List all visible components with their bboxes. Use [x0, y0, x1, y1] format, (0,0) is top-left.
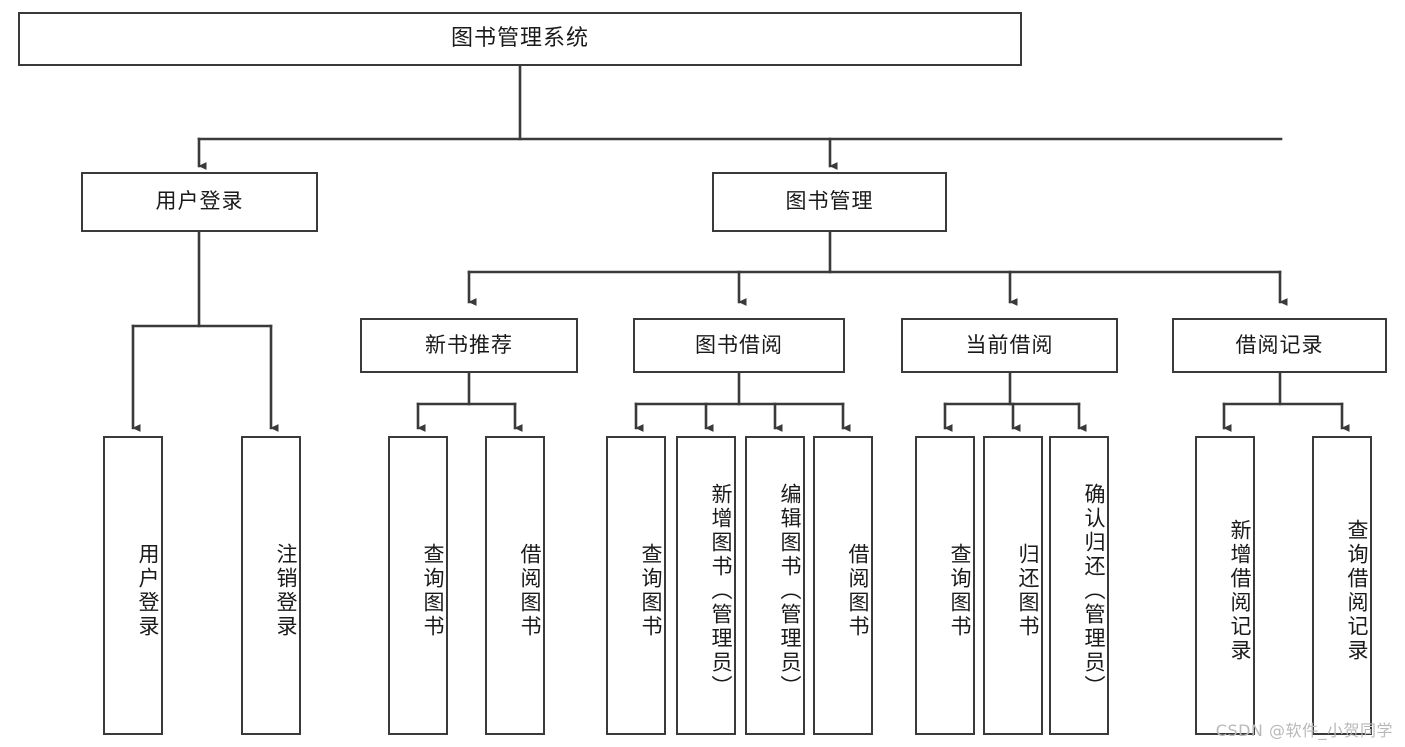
leaf-query-borrow-record[interactable]: 查询借阅记录 [1312, 436, 1372, 735]
node-label: 查询图书 [639, 542, 663, 639]
leaf-borrow-book[interactable]: 借阅图书 [813, 436, 873, 735]
leaf-logout-login[interactable]: 注销登录 [241, 436, 301, 735]
leaf-user-login[interactable]: 用户登录 [103, 436, 163, 735]
csdn-watermark: CSDN @软件_小贺同学 [1215, 721, 1393, 740]
node-label: 用户登录 [136, 542, 160, 639]
node-label: 图书管理 [785, 189, 874, 214]
leaf-return-book[interactable]: 归还图书 [983, 436, 1043, 735]
node-label: 借阅图书 [846, 542, 870, 639]
leaf-confirm-return-admin[interactable]: 确认归还（管理员） [1049, 436, 1109, 735]
node-label: 查询图书 [948, 542, 972, 639]
node-label: 新增图书（管理员） [709, 482, 733, 699]
node-book-management-system[interactable]: 图书管理系统 [18, 12, 1022, 66]
leaf-query-book-current[interactable]: 查询图书 [915, 436, 975, 735]
leaf-edit-book-admin[interactable]: 编辑图书（管理员） [745, 436, 805, 735]
node-label: 注销登录 [274, 542, 298, 639]
node-user-login[interactable]: 用户登录 [81, 172, 318, 232]
node-label: 用户登录 [155, 189, 244, 214]
node-label: 借阅图书 [518, 542, 542, 639]
leaf-query-book-recommend[interactable]: 查询图书 [388, 436, 448, 735]
node-label: 借阅记录 [1235, 332, 1324, 357]
node-label: 查询图书 [421, 542, 445, 639]
leaf-borrow-book-recommend[interactable]: 借阅图书 [485, 436, 545, 735]
node-current-borrow[interactable]: 当前借阅 [901, 318, 1118, 373]
node-label: 确认归还（管理员） [1082, 482, 1106, 699]
node-label: 图书管理系统 [450, 25, 589, 51]
node-label: 新增借阅记录 [1228, 518, 1252, 663]
node-label: 查询借阅记录 [1345, 518, 1369, 663]
leaf-query-book-borrow[interactable]: 查询图书 [606, 436, 666, 735]
node-book-management[interactable]: 图书管理 [712, 172, 947, 232]
node-label: 图书借阅 [695, 332, 783, 357]
node-new-book-recommend[interactable]: 新书推荐 [360, 318, 578, 373]
node-book-borrow[interactable]: 图书借阅 [633, 318, 845, 373]
leaf-add-borrow-record[interactable]: 新增借阅记录 [1195, 436, 1255, 735]
leaf-add-book-admin[interactable]: 新增图书（管理员） [676, 436, 736, 735]
node-label: 当前借阅 [965, 332, 1054, 357]
node-label: 新书推荐 [425, 332, 513, 357]
node-borrow-record[interactable]: 借阅记录 [1172, 318, 1387, 373]
node-label: 归还图书 [1016, 542, 1040, 639]
node-label: 编辑图书（管理员） [778, 482, 802, 699]
